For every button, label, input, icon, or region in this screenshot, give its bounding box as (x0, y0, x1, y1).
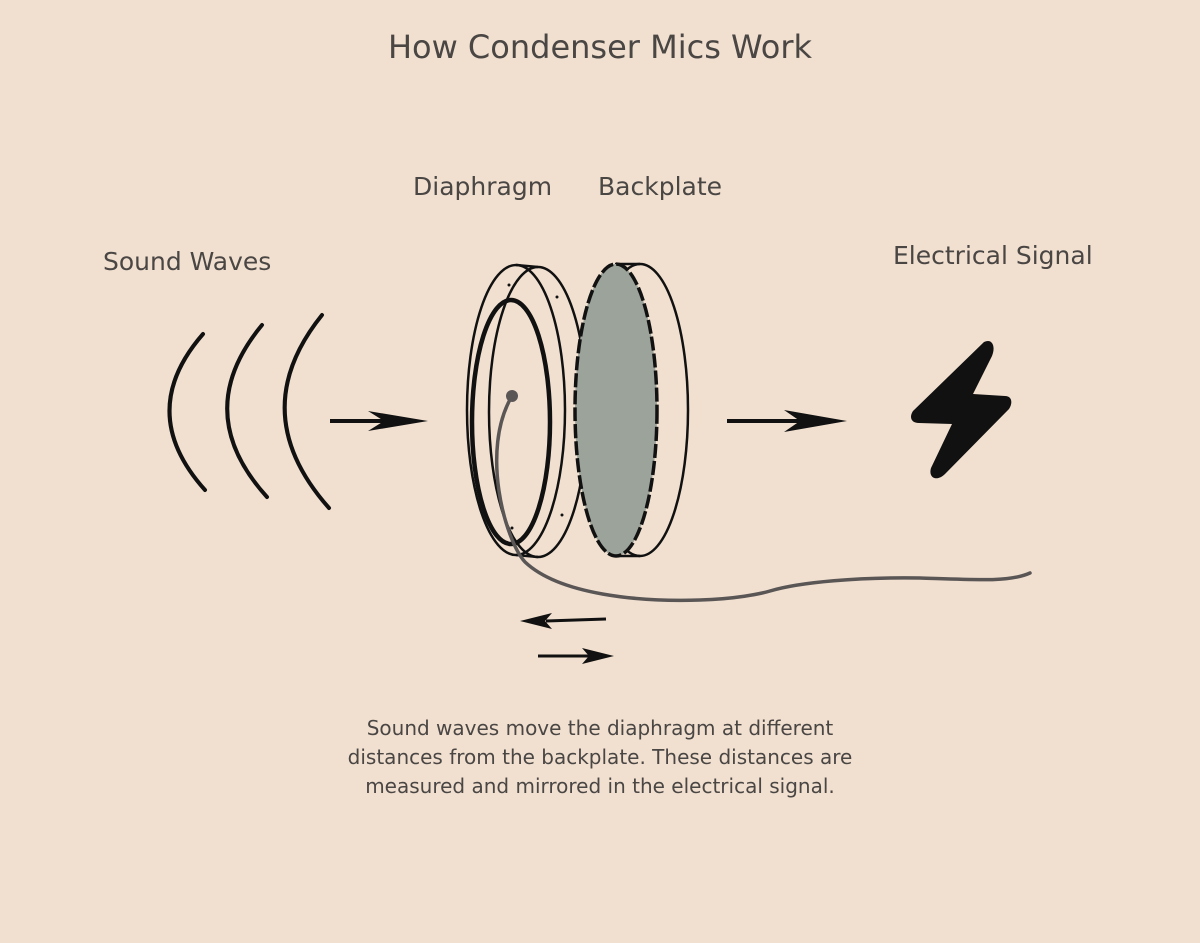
diaphragm-label: Diaphragm (413, 172, 553, 201)
caption-line: Sound waves move the diaphragm at differ… (366, 716, 834, 740)
diaphragm (465, 263, 589, 559)
caption-line: distances from the backplate. These dist… (347, 745, 853, 769)
diagram-title: How Condenser Mics Work (387, 28, 813, 66)
sound-wave-icon (282, 313, 331, 510)
arrow-left-icon (520, 613, 607, 629)
sound-wave-icon (167, 332, 207, 492)
signal-wire (494, 390, 1032, 603)
arrow-right-icon (330, 411, 428, 431)
arrow-right-icon (727, 410, 847, 432)
caption-line: measured and mirrored in the electrical … (365, 774, 835, 798)
caption: Sound waves move the diaphragm at differ… (0, 714, 1200, 801)
sound-waves-group (167, 313, 331, 510)
arrow-right-icon (538, 648, 614, 664)
electrical-signal-label: Electrical Signal (893, 241, 1093, 270)
backplate (573, 262, 690, 558)
backplate-label: Backplate (598, 172, 723, 201)
lightning-bolt-icon (911, 340, 1012, 479)
sound-waves-label: Sound Waves (103, 247, 272, 276)
sound-wave-icon (225, 323, 269, 499)
